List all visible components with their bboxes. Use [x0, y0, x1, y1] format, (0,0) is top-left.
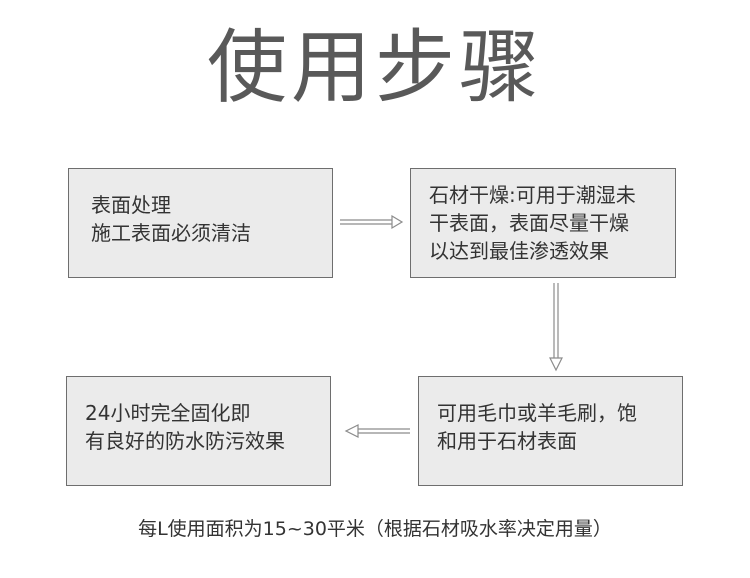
- usage-note: 每L使用面积为15~30平米（根据石材吸水率决定用量）: [138, 518, 612, 540]
- arrow-down-icon: [549, 283, 563, 372]
- step-curing: 24小时完全固化即 有良好的防水防污效果: [66, 376, 331, 486]
- step-text-line: 可用毛巾或羊毛刷，饱: [437, 401, 637, 425]
- arrow-left-icon: [344, 424, 410, 438]
- arrow-right-icon: [340, 214, 404, 230]
- step-text-line: 施工表面必须清洁: [91, 221, 251, 245]
- page-title: 使用步骤: [207, 21, 543, 114]
- step-text-line: 有良好的防水防污效果: [85, 429, 285, 453]
- step-surface-treatment: 表面处理 施工表面必须清洁: [68, 168, 333, 278]
- step-text-line: 以达到最佳渗透效果: [429, 239, 609, 263]
- step-stone-drying: 石材干燥:可用于潮湿未 干表面，表面尽量干燥 以达到最佳渗透效果: [410, 168, 676, 278]
- step-text-line: 和用于石材表面: [437, 429, 577, 453]
- step-text-line: 干表面，表面尽量干燥: [429, 211, 629, 235]
- step-text-line: 表面处理: [91, 193, 171, 217]
- step-text-line: 石材干燥:可用于潮湿未: [429, 183, 636, 207]
- step-text-line: 24小时完全固化即: [85, 401, 251, 425]
- step-application: 可用毛巾或羊毛刷，饱 和用于石材表面: [418, 376, 683, 486]
